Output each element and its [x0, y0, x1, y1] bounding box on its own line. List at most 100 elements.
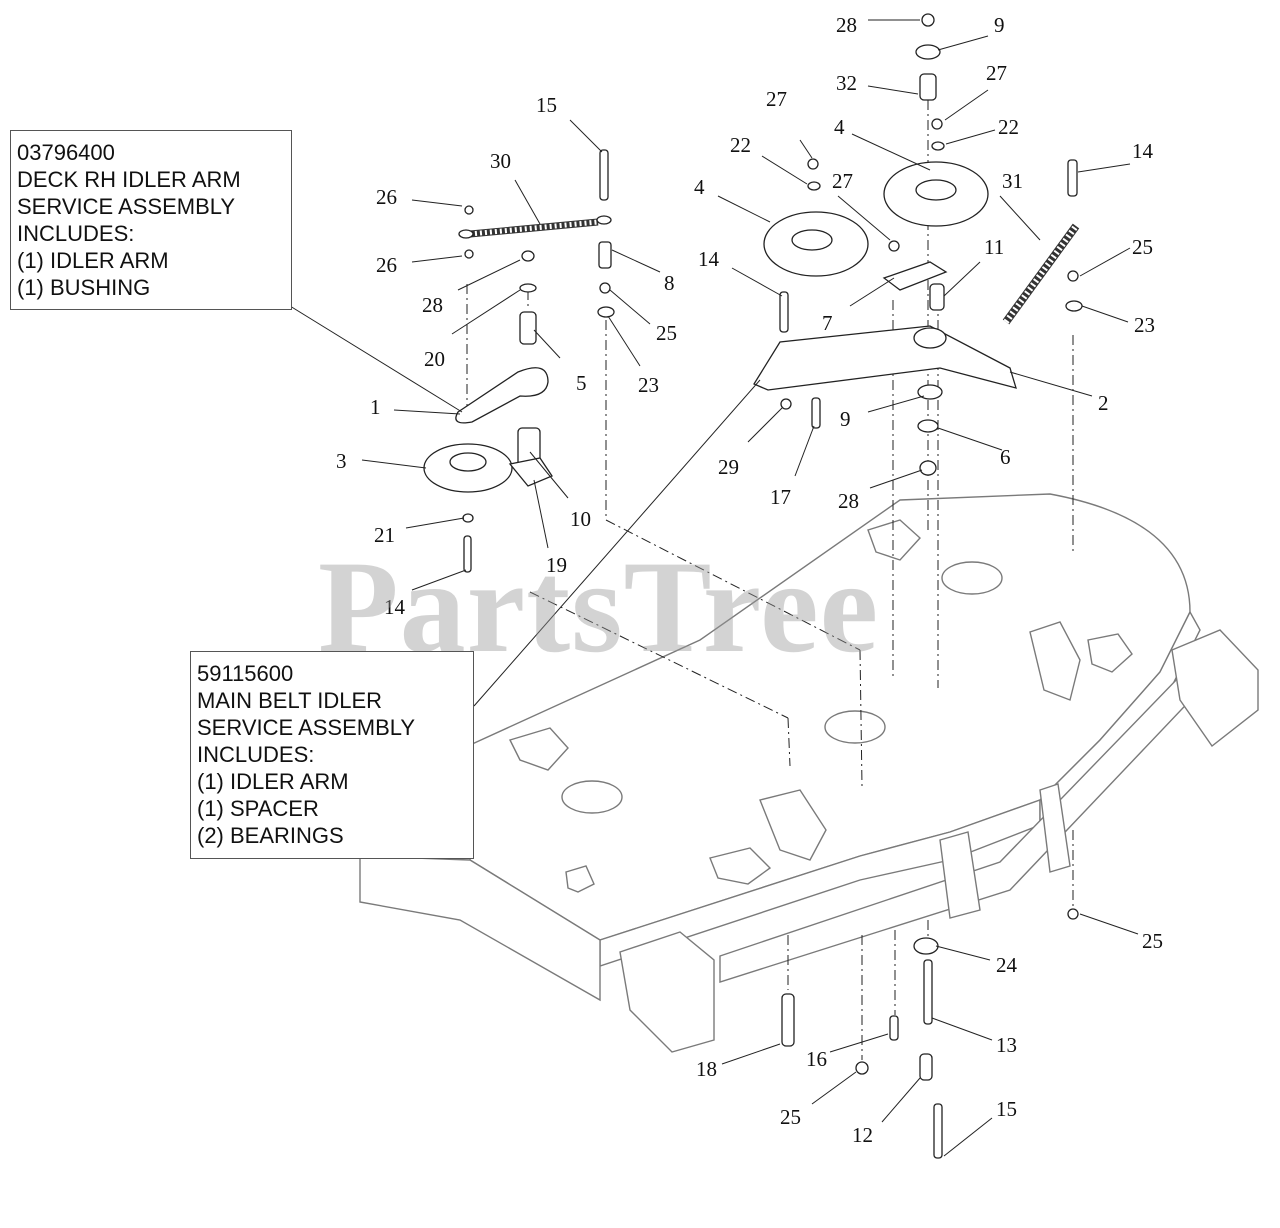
part-label: 29	[718, 455, 739, 479]
right-wheel-bracket-1	[939, 831, 981, 919]
part-label: 22	[730, 133, 751, 157]
extension-spring-30	[469, 218, 599, 238]
part-label: 16	[806, 1047, 827, 1071]
pulley-4-right-inner	[915, 179, 957, 201]
washer-23-left	[597, 306, 615, 318]
washer-22-top	[931, 141, 945, 151]
nut-27-top	[931, 118, 943, 130]
nut-25-left	[599, 282, 611, 294]
part-label: 27	[766, 87, 787, 111]
part-label: 18	[696, 1057, 717, 1081]
pin-18	[781, 993, 795, 1047]
bolt-15-lower	[933, 1103, 943, 1159]
service-assembly-callout-rh-idler: 03796400 DECK RH IDLER ARM SERVICE ASSEM…	[10, 130, 292, 310]
small-bracket-2	[867, 519, 921, 561]
pin-12	[919, 1053, 933, 1081]
part-label: 15	[536, 93, 557, 117]
small-bracket-4	[1087, 633, 1133, 673]
bolt-14-left	[463, 535, 472, 573]
part-label: 25	[1142, 929, 1163, 953]
part-label: 10	[570, 507, 591, 531]
spacer-8	[598, 241, 612, 269]
spindle-hole-center	[824, 710, 886, 744]
nut-25-right	[1067, 270, 1079, 282]
right-wheel-bracket-3	[1171, 629, 1259, 748]
part-label: 27	[986, 61, 1007, 85]
washer-24	[913, 937, 939, 955]
clip-25-lower-right	[1067, 908, 1079, 920]
bolt-15-top	[599, 149, 609, 201]
callout-line: MAIN BELT IDLER	[197, 688, 383, 713]
pulley-3-inner	[449, 452, 487, 472]
hub-2	[913, 327, 947, 349]
part-label: 12	[852, 1123, 873, 1147]
callout-line: SERVICE ASSEMBLY	[197, 715, 416, 740]
part-label: 6	[1000, 445, 1011, 469]
part-label: 26	[376, 185, 397, 209]
bolt-14-right	[1067, 159, 1078, 197]
part-label: 26	[376, 253, 397, 277]
part-label: 25	[656, 321, 677, 345]
part-label: 21	[374, 523, 395, 547]
nut-26a	[464, 205, 474, 215]
bracket-19	[508, 457, 553, 487]
part-label: 32	[836, 71, 857, 95]
part-label: 28	[422, 293, 443, 317]
part-label: 22	[998, 115, 1019, 139]
pulley-4-left-inner	[791, 229, 833, 251]
callout-line: INCLUDES:	[197, 742, 315, 767]
nut-26b	[464, 249, 474, 259]
part-label: 14	[384, 595, 406, 619]
part-label: 25	[780, 1105, 801, 1129]
callout-line: INCLUDES:	[17, 221, 135, 246]
spindle-hole-right	[941, 561, 1003, 595]
part-label: 14	[1132, 139, 1154, 163]
mower-deck	[359, 493, 1259, 1053]
part-label: 4	[834, 115, 845, 139]
callout-line: (1) BUSHING	[17, 275, 151, 300]
part-label: 4	[694, 175, 705, 199]
clip-28-left	[521, 250, 535, 262]
bushing-5	[519, 311, 537, 345]
spring-hook-right	[596, 215, 612, 225]
part-label: 24	[996, 953, 1018, 977]
part-label: 17	[770, 485, 791, 509]
ring-28-top	[921, 13, 935, 27]
spacer-11	[929, 283, 945, 311]
part-label: 19	[546, 553, 567, 577]
callout-line: (1) SPACER	[197, 796, 319, 821]
part-label: 25	[1132, 235, 1153, 259]
right-wheel-bracket-2	[1039, 783, 1071, 873]
small-bracket-5	[565, 865, 595, 893]
rear-hitch-1	[759, 789, 827, 861]
part-label: 28	[838, 489, 859, 513]
washer-22-mid	[807, 181, 821, 191]
callout-line: SERVICE ASSEMBLY	[17, 194, 236, 219]
bracket-7	[882, 261, 948, 291]
part-label: 23	[638, 373, 659, 397]
leader-lines	[289, 19, 1139, 1157]
rear-hitch-2	[1029, 621, 1081, 701]
part-label: 9	[840, 407, 851, 431]
washer-6	[917, 419, 939, 433]
part-label: 2	[1098, 391, 1109, 415]
pin-13	[923, 959, 933, 1025]
callout-line: (1) IDLER ARM	[17, 248, 169, 273]
spacer-32	[919, 73, 937, 101]
washer-20	[519, 283, 537, 293]
nut-29	[780, 398, 792, 410]
part-label: 27	[832, 169, 853, 193]
part-label: 20	[424, 347, 445, 371]
extension-spring-31	[1002, 223, 1080, 325]
part-label: 13	[996, 1033, 1017, 1057]
callout-line: 03796400	[17, 140, 115, 165]
part-label: 30	[490, 149, 511, 173]
small-bracket-3	[709, 847, 772, 885]
components	[423, 13, 1083, 1159]
bearing-9-top	[915, 44, 941, 60]
part-label: 31	[1002, 169, 1023, 193]
bearing-9-mid	[917, 384, 943, 400]
spindle-hole-left	[561, 780, 623, 814]
part-labels: 28 9 32 27 22 27 4 22 27 4 31 14 30 15 2…	[336, 13, 1163, 1147]
